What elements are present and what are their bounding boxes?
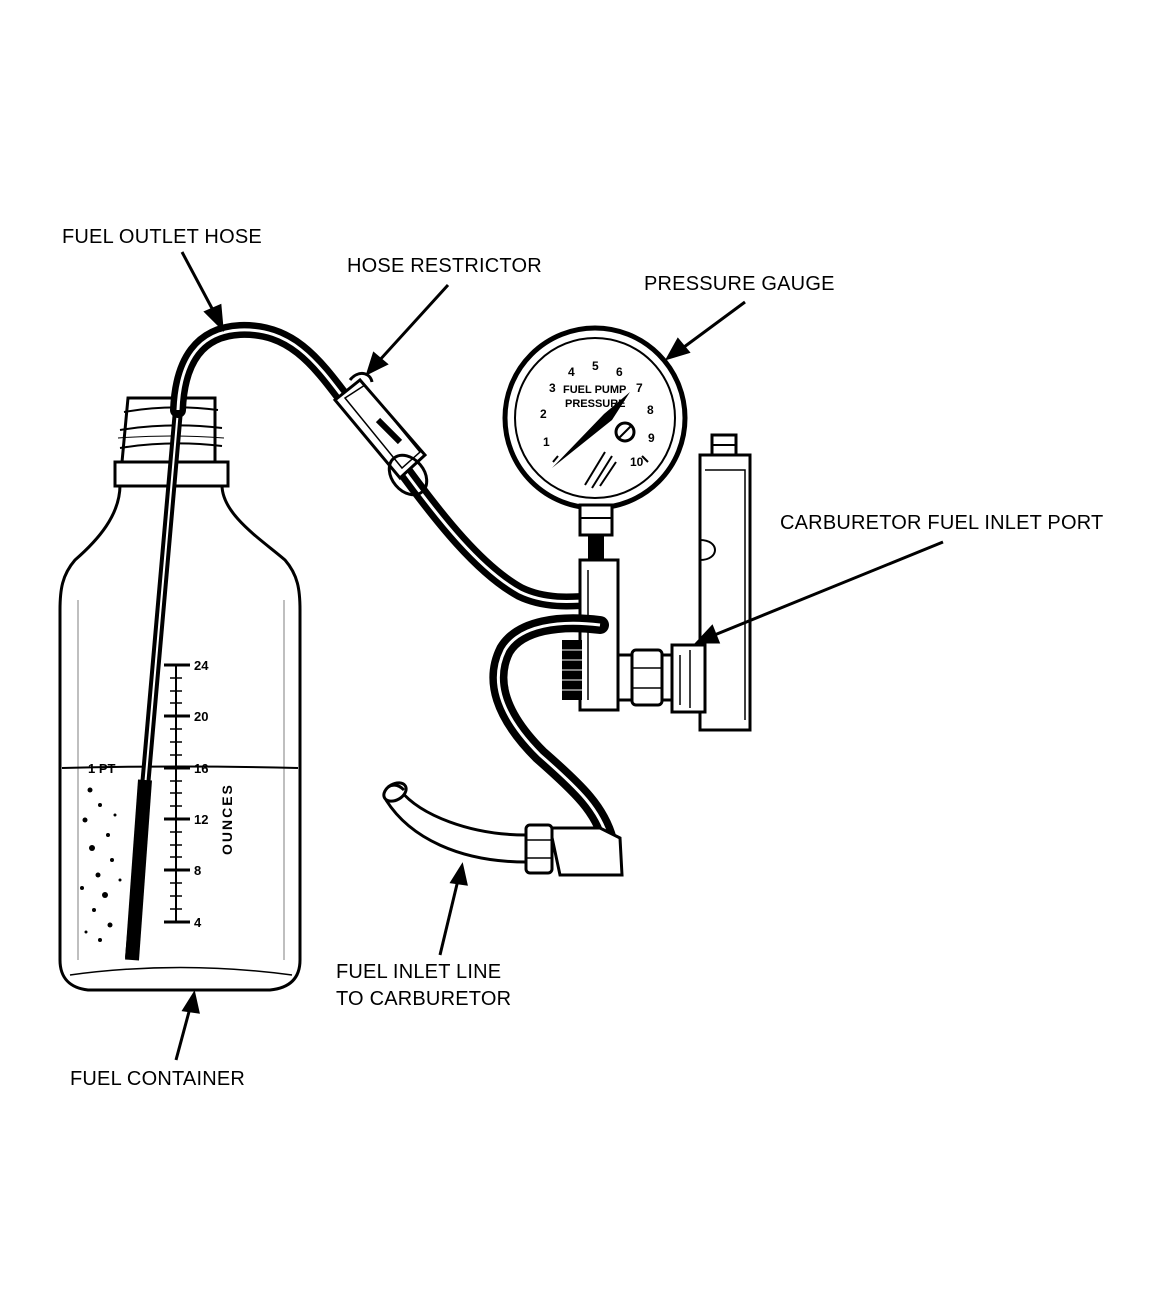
scale-label-8: 8 (194, 863, 201, 878)
label-pressure-gauge: PRESSURE GAUGE (644, 273, 835, 295)
fuel-outlet-hose (125, 321, 608, 961)
gauge-number-6: 6 (616, 365, 623, 379)
gauge-number-7: 7 (636, 381, 643, 395)
gauge-number-10: 10 (630, 455, 644, 469)
label-fuel-outlet-hose: FUEL OUTLET HOSE (62, 226, 262, 248)
tee-fitting (562, 558, 674, 712)
gauge-number-5: 5 (592, 359, 599, 373)
fuel-inlet-line (382, 614, 624, 877)
scale-label-16: 16 (194, 761, 208, 776)
gauge-number-8: 8 (647, 403, 654, 417)
label-fuel-inlet-line-2: TO CARBURETOR (336, 988, 511, 1010)
ounce-scale: 24 20 16 12 8 4 1 PT OUNCES (88, 658, 235, 930)
carburetor (670, 433, 752, 732)
gauge-number-2: 2 (540, 407, 547, 421)
scale-label-12: 12 (194, 812, 208, 827)
callout-arrows (174, 251, 944, 1061)
label-fuel-container: FUEL CONTAINER (70, 1068, 245, 1090)
gauge-number-9: 9 (648, 431, 655, 445)
label-carburetor-fuel-inlet-port: CARBURETOR FUEL INLET PORT (780, 512, 1103, 534)
label-hose-restrictor: HOSE RESTRICTOR (347, 255, 542, 277)
gauge-number-4: 4 (568, 365, 575, 379)
hose-restrictor (332, 372, 429, 497)
pressure-gauge: 1 2 3 4 5 6 7 8 9 10 FUEL PUMP PRESSURE (502, 325, 688, 560)
fuel-container (58, 396, 302, 992)
gauge-face-line1: FUEL PUMP (563, 384, 626, 396)
bottle-threads (117, 396, 225, 464)
ounces-unit-label: OUNCES (219, 783, 235, 855)
bottle-inner-line (77, 600, 285, 960)
pint-mark-label: 1 PT (88, 761, 116, 776)
gauge-face-line2: PRESSURE (565, 398, 626, 410)
label-fuel-inlet-line-1: FUEL INLET LINE (336, 961, 501, 983)
carburetor-inlet-port (670, 643, 707, 714)
gauge-number-1: 1 (543, 435, 550, 449)
bottle-body (58, 483, 302, 992)
gauge-needle (552, 392, 630, 468)
scale-label-24: 24 (194, 658, 209, 673)
scale-label-4: 4 (194, 915, 202, 930)
fuel-bubbles (80, 787, 122, 942)
gauge-number-3: 3 (549, 381, 556, 395)
scale-label-20: 20 (194, 709, 208, 724)
